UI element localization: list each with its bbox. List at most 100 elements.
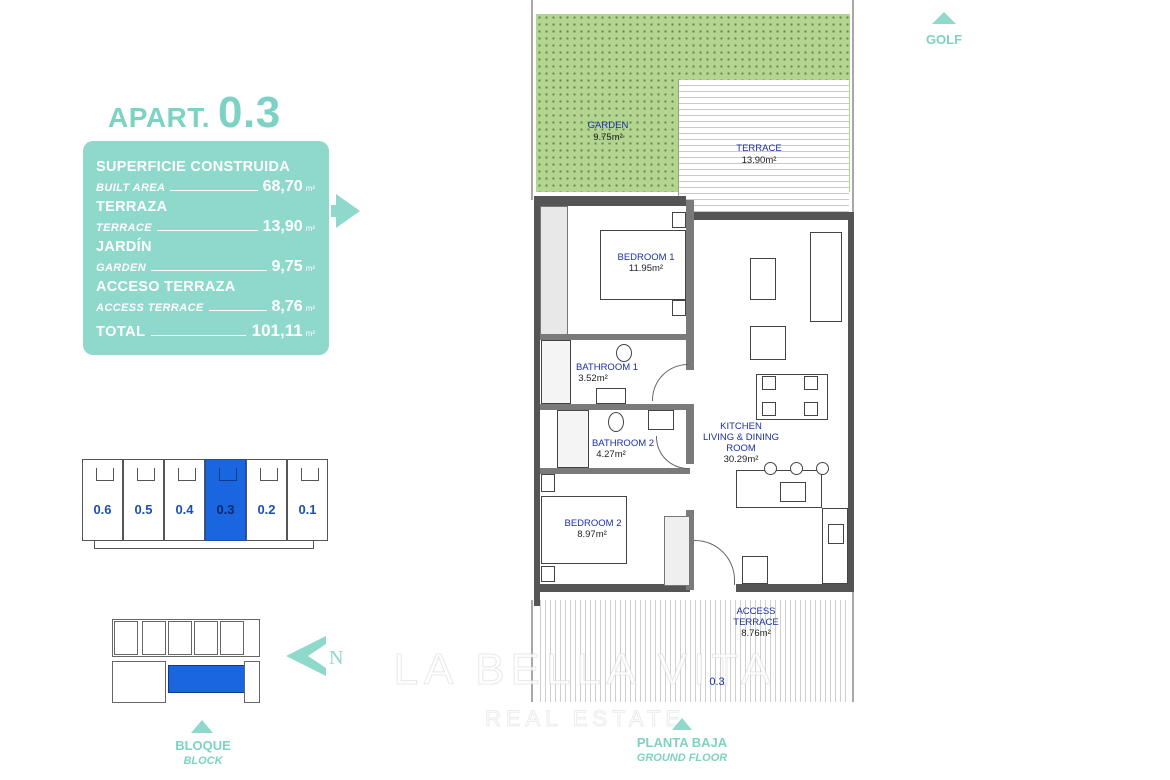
toilet <box>608 412 624 432</box>
unit-tag: 0.3 <box>709 676 725 688</box>
sofa <box>810 232 842 322</box>
row-label-es: JARDÍN <box>96 239 152 255</box>
floor-sub-label: GROUND FLOOR <box>636 752 728 764</box>
row-unit: m² <box>305 304 315 313</box>
leader-line <box>151 335 246 336</box>
unit-notch <box>219 468 237 481</box>
wall-bath2-east <box>686 404 694 464</box>
kitchen-area-value: 30.29m² <box>723 454 759 465</box>
kitchen-island <box>736 470 822 508</box>
shower-tray <box>557 410 589 468</box>
unit-notch <box>137 468 155 481</box>
row-unit: m² <box>305 264 315 273</box>
stool <box>816 462 829 475</box>
wall-bedroom1-east <box>686 200 694 370</box>
bathroom2-area-value: 4.27m² <box>596 449 626 460</box>
exterior-wall-south-west <box>534 584 690 592</box>
building-unit <box>114 621 138 655</box>
unit-0-1[interactable]: 0.1 <box>287 459 328 541</box>
bedroom1-label: BEDROOM 1 <box>617 252 675 263</box>
watermark-sublogo: REAL ESTATE <box>484 706 686 732</box>
stool <box>790 462 803 475</box>
unit-label: 0.1 <box>298 502 317 517</box>
row-label-es: SUPERFICIE CONSTRUIDA <box>96 159 291 175</box>
bed-1 <box>600 230 686 300</box>
unit-0-6[interactable]: 0.6 <box>82 459 123 541</box>
wall-bedroom1-south <box>540 334 690 340</box>
north-arrow-notch <box>308 644 326 668</box>
exterior-wall-north-east <box>686 212 852 220</box>
dining-chair <box>762 402 776 416</box>
terrace-area-value: 13.90m² <box>741 155 777 166</box>
leader-line <box>156 230 258 231</box>
garden-area-value: 9.75m² <box>593 132 623 143</box>
cooktop-icon <box>780 482 806 502</box>
nightstand <box>672 300 686 316</box>
exterior-wall-west <box>534 196 540 606</box>
golf-arrow-icon <box>932 12 956 24</box>
dining-chair <box>762 376 776 390</box>
unit-selector: 0.6 0.5 0.4 0.3 0.2 0.1 <box>82 459 328 549</box>
bedroom2-label: BEDROOM 2 <box>564 518 622 529</box>
kitchen-sink <box>828 524 844 544</box>
unit-label: 0.3 <box>216 502 235 517</box>
highlighted-block <box>168 665 246 693</box>
unit-label: 0.5 <box>134 502 153 517</box>
row-value: 68,70 <box>262 178 303 195</box>
dining-chair <box>804 402 818 416</box>
unit-notch <box>96 468 114 481</box>
bed-2 <box>541 496 627 564</box>
block-sub-label: BLOCK <box>183 755 223 767</box>
unit-0-5[interactable]: 0.5 <box>123 459 164 541</box>
floor-label: PLANTA BAJA <box>636 735 728 750</box>
bedroom2-closet <box>664 516 690 586</box>
unit-label: 0.6 <box>93 502 112 517</box>
golf-label: GOLF <box>925 32 963 47</box>
terrace-label: TERRACE <box>736 143 782 154</box>
row-unit: m² <box>305 224 315 233</box>
wall-bath-divider <box>540 404 690 410</box>
building-bottom-left <box>112 661 166 703</box>
shower-tray <box>541 340 571 404</box>
apartment-prefix: APART. <box>108 102 211 133</box>
coffee-table <box>750 258 776 300</box>
bathroom2-label: BATHROOM 2 <box>591 438 655 449</box>
unit-0-2[interactable]: 0.2 <box>246 459 287 541</box>
row-label-en: ACCESS TERRACE <box>96 302 204 314</box>
leader-line <box>151 270 267 271</box>
kitchen-counter <box>822 508 848 584</box>
unit-0-3-selected[interactable]: 0.3 <box>205 459 246 541</box>
unit-notch <box>178 468 196 481</box>
building-unit <box>220 621 244 655</box>
kitchen-label-line2: LIVING & DINING <box>702 432 779 443</box>
building-unit <box>142 621 166 655</box>
exterior-wall-north-west <box>534 196 686 206</box>
row-label-es: ACCESO TERRAZA <box>96 279 236 295</box>
site-plan <box>110 617 260 703</box>
toilet <box>616 344 632 362</box>
stool <box>764 462 777 475</box>
nightstand <box>672 212 686 228</box>
row-label-en: BUILT AREA <box>96 182 166 194</box>
total-value: 101,11 <box>251 321 303 340</box>
row-value: 13,90 <box>262 218 303 235</box>
leader-line <box>208 310 267 311</box>
floor-arrow-icon <box>672 718 692 730</box>
unit-notch <box>260 468 278 481</box>
unit-0-4[interactable]: 0.4 <box>164 459 205 541</box>
armchair <box>750 326 786 360</box>
bathroom1-area-value: 3.52m² <box>578 373 608 384</box>
bedroom1-area-value: 11.95m² <box>628 263 664 274</box>
boundary-wall-left-lower <box>531 600 533 702</box>
unit-notch <box>301 468 319 481</box>
fridge <box>742 556 768 584</box>
pointer-arrow-stem <box>331 205 337 217</box>
total-unit: m² <box>305 329 315 338</box>
terrace-deck <box>678 80 849 216</box>
